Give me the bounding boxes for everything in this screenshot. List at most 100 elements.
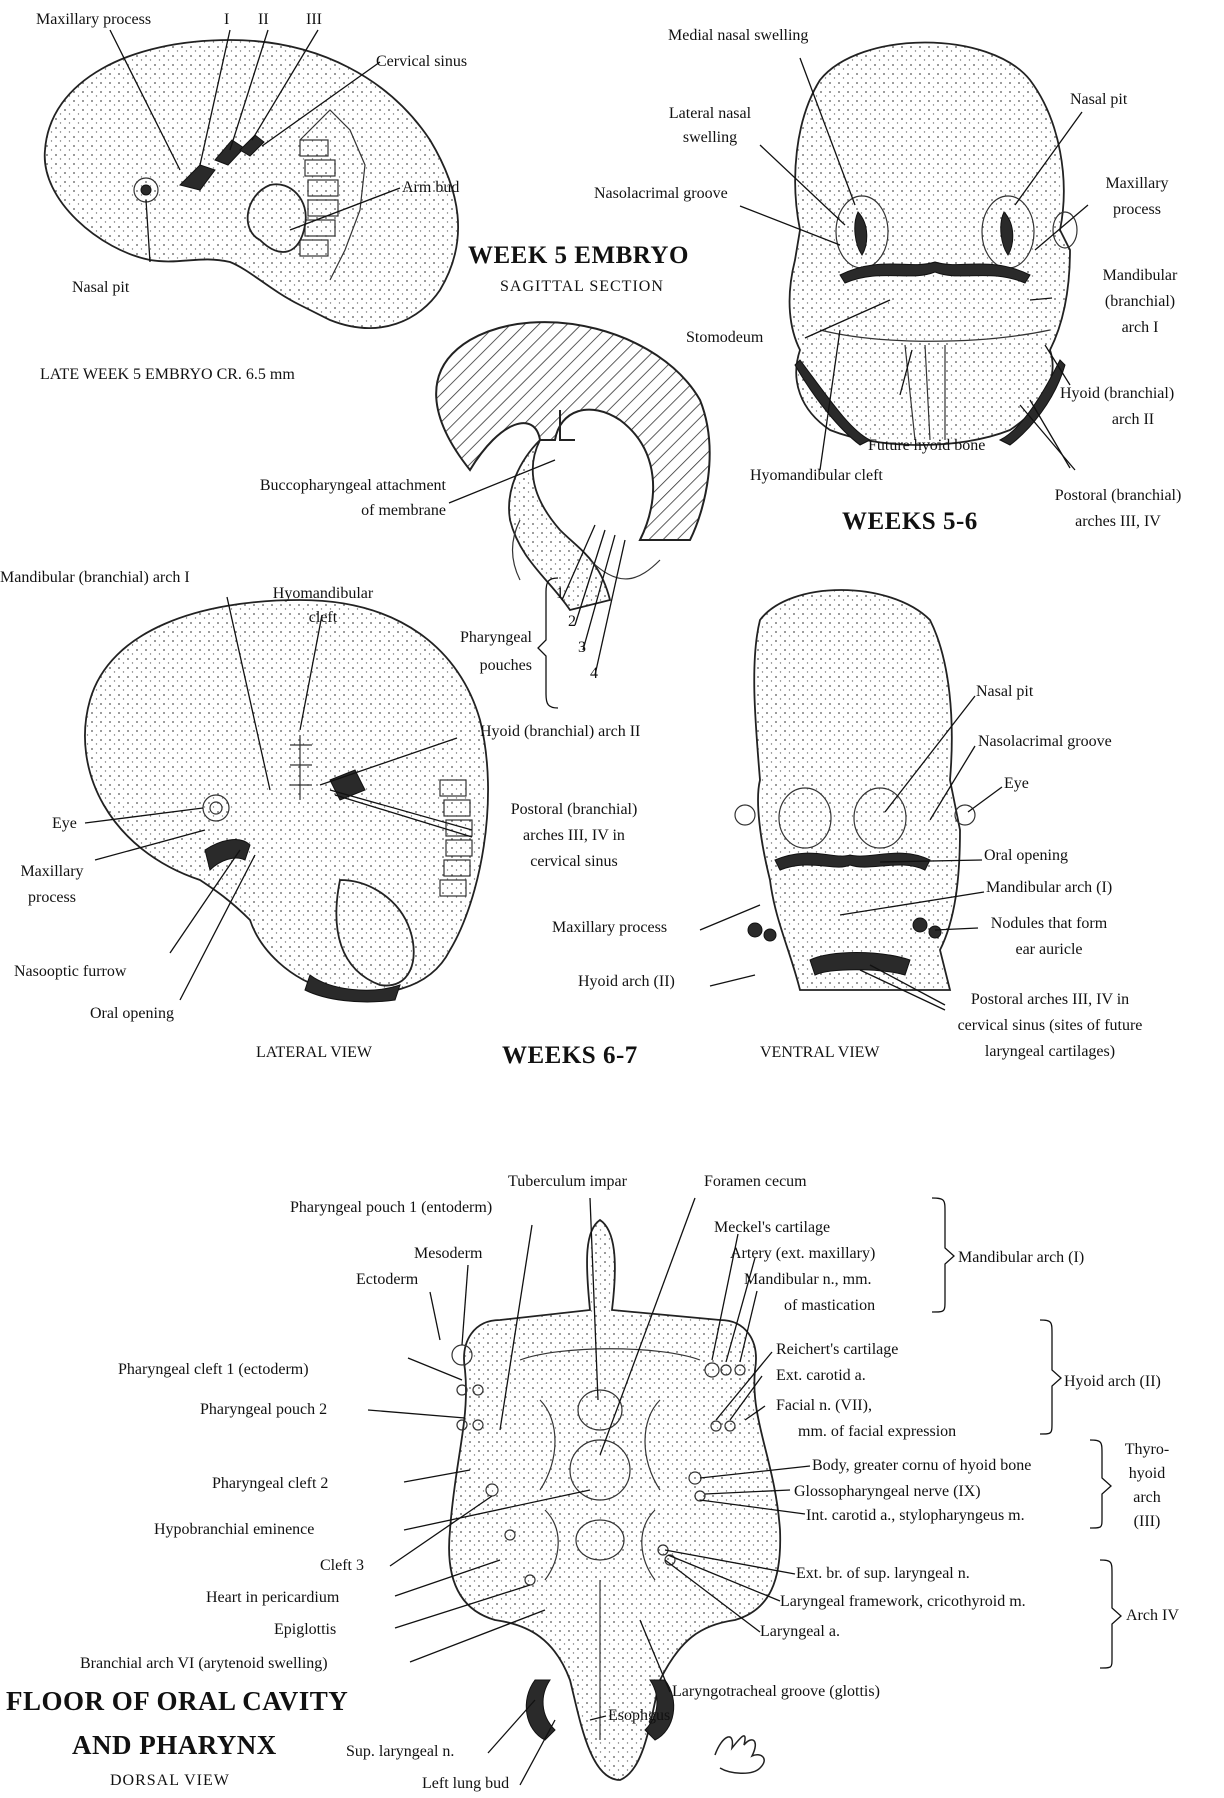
- label-heart: Heart in pericardium: [206, 1588, 339, 1607]
- label-nasal-pit: Nasal pit: [72, 278, 129, 297]
- label-branchial-vi: Branchial arch VI (arytenoid swelling): [80, 1654, 328, 1673]
- label-cleft1: Pharyngeal cleft 1 (ectoderm): [118, 1360, 309, 1379]
- label-laryngeal-a: Laryngeal a.: [760, 1622, 840, 1641]
- label-ext-carotid: Ext. carotid a.: [776, 1366, 866, 1385]
- label-hyoid-f3-1: Hyoid (branchial): [1060, 384, 1174, 403]
- label-maxillary-process: Maxillary process: [36, 10, 151, 29]
- fig2-title: WEEK 5 EMBRYO: [468, 242, 689, 270]
- label-glosso: Glossopharyngeal nerve (IX): [794, 1482, 981, 1501]
- fig2-subtitle: SAGITTAL SECTION: [500, 278, 664, 296]
- label-pouch2: Pharyngeal pouch 2: [200, 1400, 327, 1419]
- fig5-caption: VENTRAL VIEW: [760, 1044, 880, 1062]
- label-eye-f4: Eye: [52, 814, 77, 833]
- label-pharyngeal-pouches-1: Pharyngeal: [420, 628, 532, 647]
- label-group-thyro-3: arch: [1112, 1488, 1182, 1507]
- label-left-lung-bud: Left lung bud: [422, 1774, 509, 1793]
- fig2-pouch-brace: [538, 578, 558, 708]
- label-oral-opening-f5: Oral opening: [984, 846, 1068, 865]
- label-mandibular-f3-3: arch I: [1076, 318, 1204, 337]
- label-pouch-3: 3: [578, 638, 586, 657]
- label-stomodeum: Stomodeum: [686, 328, 763, 347]
- label-tuberculum-impar: Tuberculum impar: [508, 1172, 627, 1191]
- label-maxillary-f4-1: Maxillary: [0, 862, 104, 881]
- label-laryngotracheal: Laryngotracheal groove (glottis): [672, 1682, 880, 1701]
- fig1-caption: LATE WEEK 5 EMBRYO CR. 6.5 mm: [40, 366, 295, 384]
- label-pouch-1: 1: [556, 584, 564, 603]
- fig6-title-2: AND PHARYNX: [72, 1730, 277, 1761]
- label-bucco-membrane: of membrane: [170, 501, 446, 520]
- label-postoral-f3-2: arches III, IV: [1030, 512, 1206, 531]
- fig6-subtitle: DORSAL VIEW: [110, 1772, 230, 1790]
- label-postoral-f3-1: Postoral (branchial): [1030, 486, 1206, 505]
- label-arm-bud: Arm bud: [402, 178, 459, 197]
- label-group-thyro-4: (III): [1112, 1512, 1182, 1531]
- label-hyoid-f3-2: arch II: [1068, 410, 1198, 429]
- fig6-title-1: FLOOR OF ORAL CAVITY: [6, 1686, 348, 1717]
- label-postoral-f4-2: arches III, IV in: [476, 826, 672, 845]
- label-ectoderm: Ectoderm: [356, 1270, 418, 1289]
- label-postoral-f5-3: laryngeal cartilages): [930, 1042, 1170, 1061]
- label-esophagus: Esophgus: [608, 1706, 670, 1725]
- label-pouch-4: 4: [590, 664, 598, 683]
- label-cleft2: Pharyngeal cleft 2: [212, 1474, 328, 1493]
- label-nasolacrimal-f5: Nasolacrimal groove: [978, 732, 1112, 751]
- fig4-caption: LATERAL VIEW: [256, 1044, 372, 1062]
- label-mandibular-nerve-2: of mastication: [784, 1296, 875, 1315]
- label-hyoid-arch-f4: Hyoid (branchial) arch II: [480, 722, 640, 741]
- label-laryngeal-framework: Laryngeal framework, cricothyroid m.: [780, 1592, 1026, 1611]
- label-facial-2: mm. of facial expression: [798, 1422, 956, 1441]
- label-mandibular-nerve-1: Mandibular n., mm.: [744, 1270, 872, 1289]
- label-postoral-f5-2: cervical sinus (sites of future: [930, 1016, 1170, 1035]
- label-medial-nasal-swelling: Medial nasal swelling: [668, 26, 808, 45]
- label-meckel: Meckel's cartilage: [714, 1218, 830, 1237]
- label-maxillary-f3-1: Maxillary: [1082, 174, 1192, 193]
- label-epiglottis: Epiglottis: [274, 1620, 336, 1639]
- label-pouch-2: 2: [568, 612, 576, 631]
- label-bucco-attachment: Buccopharyngeal attachment: [170, 476, 446, 495]
- fig3-title: WEEKS 5-6: [842, 508, 978, 536]
- label-nasal-pit-f3: Nasal pit: [1070, 90, 1127, 109]
- label-maxillary-f3-2: process: [1082, 200, 1192, 219]
- artist-signature: [715, 1736, 764, 1773]
- label-hyomandibular-f4-1: Hyomandibular: [264, 584, 382, 603]
- label-pouch1: Pharyngeal pouch 1 (entoderm): [290, 1198, 492, 1217]
- label-facial-1: Facial n. (VII),: [776, 1396, 872, 1415]
- label-reichert: Reichert's cartilage: [776, 1340, 898, 1359]
- label-foramen-cecum: Foramen cecum: [704, 1172, 807, 1191]
- label-nasooptic-furrow: Nasooptic furrow: [14, 962, 126, 981]
- label-group-mandibular: Mandibular arch (I): [958, 1248, 1084, 1267]
- label-hyomandibular-f4-2: cleft: [264, 608, 382, 627]
- fig2-sagittal-drawing: [436, 322, 709, 610]
- label-cleft3: Cleft 3: [320, 1556, 364, 1575]
- label-group-thyro-2: hyoid: [1112, 1464, 1182, 1483]
- label-maxillary-f4-2: process: [0, 888, 104, 907]
- label-group-thyro-1: Thyro-: [1112, 1440, 1182, 1459]
- label-hyomandibular-cleft-f3: Hyomandibular cleft: [750, 466, 883, 485]
- label-nodules-1: Nodules that form: [964, 914, 1134, 933]
- label-body-hyoid: Body, greater cornu of hyoid bone: [812, 1456, 1031, 1475]
- label-artery: Artery (ext. maxillary): [730, 1244, 875, 1263]
- label-maxillary-process-f5: Maxillary process: [552, 918, 667, 937]
- label-mandibular-f3-1: Mandibular: [1076, 266, 1204, 285]
- label-future-hyoid-bone: Future hyoid bone: [868, 436, 985, 455]
- label-pharyngeal-pouches-2: pouches: [420, 656, 532, 675]
- label-group-arch4: Arch IV: [1126, 1606, 1179, 1625]
- label-arch-i: I: [224, 10, 229, 29]
- label-eye-f5: Eye: [1004, 774, 1029, 793]
- label-mandibular-arch-f5: Mandibular arch (I): [986, 878, 1112, 897]
- label-mesoderm: Mesoderm: [414, 1244, 482, 1263]
- label-arch-iii: III: [306, 10, 322, 29]
- label-ext-br: Ext. br. of sup. laryngeal n.: [796, 1564, 970, 1583]
- label-nasal-pit-f5: Nasal pit: [976, 682, 1033, 701]
- label-postoral-f4-3: cervical sinus: [476, 852, 672, 871]
- label-nasolacrimal-f3: Nasolacrimal groove: [594, 184, 728, 203]
- label-cervical-sinus: Cervical sinus: [376, 52, 467, 71]
- label-mandibular-arch-f4: Mandibular (branchial) arch I: [0, 568, 190, 587]
- label-nodules-2: ear auricle: [964, 940, 1134, 959]
- label-mandibular-f3-2: (branchial): [1076, 292, 1204, 311]
- label-hypobranchial: Hypobranchial eminence: [154, 1520, 314, 1539]
- label-group-hyoid: Hyoid arch (II): [1064, 1372, 1161, 1391]
- label-int-carotid: Int. carotid a., stylopharyngeus m.: [806, 1506, 1025, 1525]
- label-sup-laryngeal: Sup. laryngeal n.: [346, 1742, 454, 1761]
